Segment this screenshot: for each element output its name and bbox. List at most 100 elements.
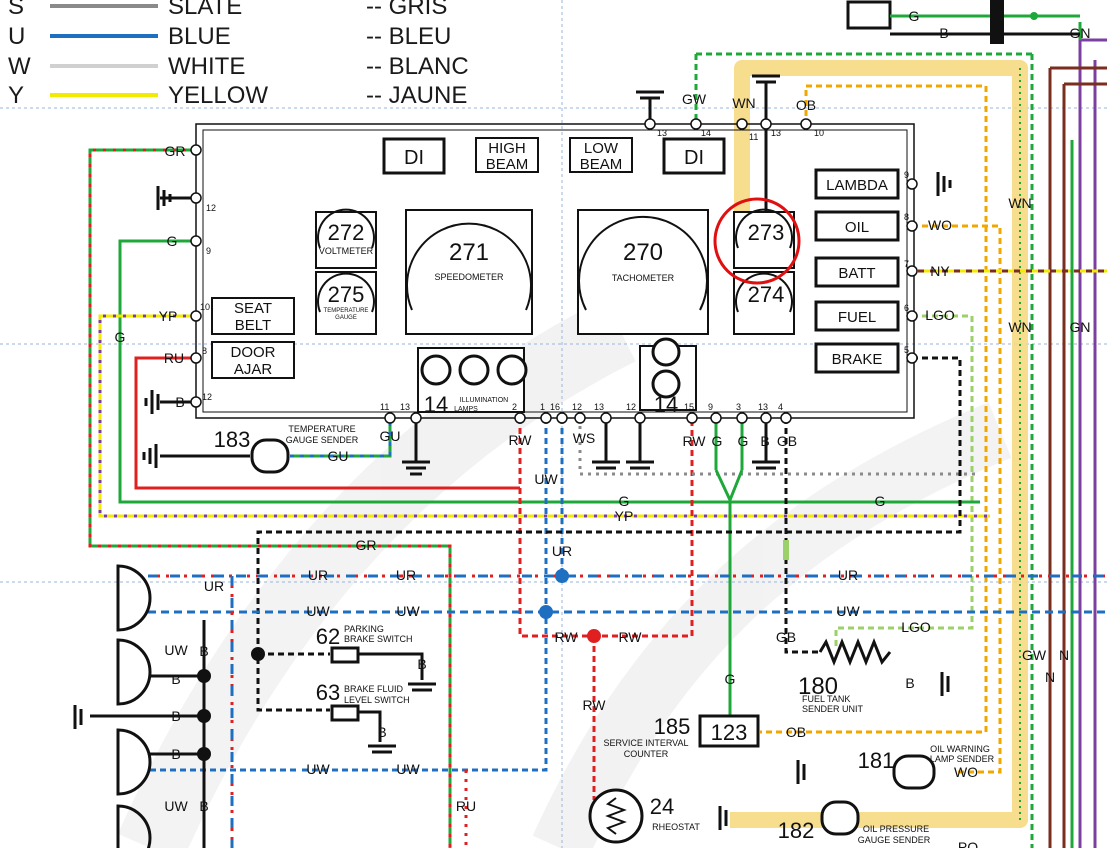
c62-number: 62 bbox=[316, 624, 340, 649]
pin-number: 2 bbox=[512, 402, 517, 412]
wire-label: G bbox=[167, 233, 178, 249]
lamp-14-number: 14 bbox=[654, 392, 678, 417]
low-beam-label: LOW bbox=[584, 140, 619, 157]
temp-gauge-number: 275 bbox=[328, 282, 365, 307]
gauge-274-number: 274 bbox=[748, 282, 785, 307]
legend-french: -- JAUNE bbox=[366, 82, 467, 109]
wire-label: RW bbox=[508, 432, 532, 448]
c185-label: SERVICE INTERVAL bbox=[603, 738, 688, 748]
door-ajar-label: AJAR bbox=[234, 361, 273, 378]
c62-label: PARKING bbox=[344, 624, 384, 634]
temp-gauge-label: GAUGE bbox=[335, 315, 357, 321]
illumination-number: 14 bbox=[424, 392, 448, 417]
legend-code: Y bbox=[8, 82, 24, 109]
pin-number: 13 bbox=[657, 128, 667, 138]
di-label: DI bbox=[404, 147, 424, 169]
wire-label: GB bbox=[776, 629, 796, 645]
pin-number: 12 bbox=[202, 392, 212, 402]
pin-number: 8 bbox=[202, 346, 207, 356]
legend-code: W bbox=[8, 53, 31, 80]
illumination-label: ILLUMINATION bbox=[460, 397, 509, 404]
pin-number: 12 bbox=[206, 203, 216, 213]
legend-french: -- GRIS bbox=[366, 0, 447, 20]
seat-belt-label: BELT bbox=[235, 317, 271, 334]
wire-label: LGO bbox=[925, 307, 955, 323]
wire-label: UW bbox=[836, 603, 860, 619]
illumination-lamps bbox=[420, 337, 681, 399]
lambda-label: LAMBDA bbox=[826, 177, 888, 194]
pin-number: 8 bbox=[904, 212, 909, 222]
legend-french: -- BLEU bbox=[366, 23, 451, 50]
legend-code: U bbox=[8, 23, 25, 50]
wire-label: WO bbox=[954, 764, 978, 780]
wire-label: GU bbox=[328, 448, 349, 464]
low-beam-label: BEAM bbox=[580, 156, 623, 173]
voltmeter-label: VOLTMETER bbox=[319, 246, 374, 256]
wire-label: UW bbox=[396, 603, 420, 619]
pin-number: 3 bbox=[736, 402, 741, 412]
wire-label: UW bbox=[534, 471, 558, 487]
c24-label: RHEOSTAT bbox=[652, 822, 700, 832]
c183-label: TEMPERATURE bbox=[288, 424, 355, 434]
wire-label: GW bbox=[682, 91, 707, 107]
wire-label: B bbox=[417, 656, 426, 672]
pin-number: 13 bbox=[400, 402, 410, 412]
pin-number: 9 bbox=[708, 402, 713, 412]
wire-label: UW bbox=[396, 761, 420, 777]
indicator-boxes bbox=[211, 137, 900, 379]
c183-label: GAUGE SENDER bbox=[286, 435, 359, 445]
gauge-273-number: 273 bbox=[748, 220, 785, 245]
left-wires bbox=[88, 148, 990, 848]
wire-label: UW bbox=[306, 603, 330, 619]
wire-label: N bbox=[1045, 669, 1055, 685]
wire-label: NY bbox=[930, 263, 950, 279]
pin-number: 15 bbox=[684, 402, 694, 412]
legend-name: BLUE bbox=[168, 23, 231, 50]
wire-label: UR bbox=[204, 578, 224, 594]
c181-label: OIL WARNING bbox=[930, 744, 990, 754]
wire-label: G bbox=[619, 493, 630, 509]
top-relay bbox=[846, 0, 1080, 44]
legend-name: WHITE bbox=[168, 53, 245, 80]
wire-label: OB bbox=[786, 724, 806, 740]
wire-label: GB bbox=[777, 433, 797, 449]
c180-label: FUEL TANK bbox=[802, 694, 850, 704]
wire-label: UR bbox=[552, 543, 572, 559]
wire-label: GW bbox=[1022, 647, 1047, 663]
seat-belt-label: SEAT bbox=[234, 300, 272, 317]
pin-number: 4 bbox=[778, 402, 783, 412]
c63-number: 63 bbox=[316, 680, 340, 705]
c183-number: 183 bbox=[214, 427, 251, 452]
wire-label: RW bbox=[618, 629, 642, 645]
wire-label: B bbox=[171, 746, 180, 762]
wire-label: LGO bbox=[901, 619, 931, 635]
wire-label: WS bbox=[573, 430, 596, 446]
cluster-leads bbox=[256, 82, 980, 800]
wire-label: WO bbox=[928, 217, 952, 233]
wire-label: WN bbox=[1008, 319, 1031, 335]
legend-code: S bbox=[8, 0, 24, 20]
wire-label: GR bbox=[165, 143, 186, 159]
indicator-labels: DI HIGH BEAM LOW BEAM DI LAMBDA OIL BATT… bbox=[231, 140, 888, 378]
pin-number: 13 bbox=[771, 128, 781, 138]
wire-label: B bbox=[939, 25, 948, 41]
c182-label: GAUGE SENDER bbox=[858, 835, 931, 845]
wire-label: G bbox=[115, 329, 126, 345]
pin-number: 9 bbox=[904, 170, 909, 180]
wire-label: B bbox=[199, 643, 208, 659]
pin-number: 12 bbox=[626, 402, 636, 412]
pin-number: 5 bbox=[904, 345, 909, 355]
pin-number: 12 bbox=[572, 402, 582, 412]
pin-number: 1 bbox=[540, 402, 545, 412]
pin-number: 7 bbox=[904, 259, 909, 269]
c62-label: BRAKE SWITCH bbox=[344, 634, 413, 644]
wire-label: OB bbox=[796, 97, 816, 113]
wire-label: G bbox=[909, 8, 920, 24]
pin-numbers: 13 14 11 13 10 12 9 10 8 12 9 8 7 6 5 11… bbox=[200, 128, 909, 412]
tachometer-number: 270 bbox=[623, 239, 663, 266]
c63-label: LEVEL SWITCH bbox=[344, 695, 410, 705]
wire-label: WN bbox=[1008, 195, 1031, 211]
c180-label: SENDER UNIT bbox=[802, 704, 864, 714]
